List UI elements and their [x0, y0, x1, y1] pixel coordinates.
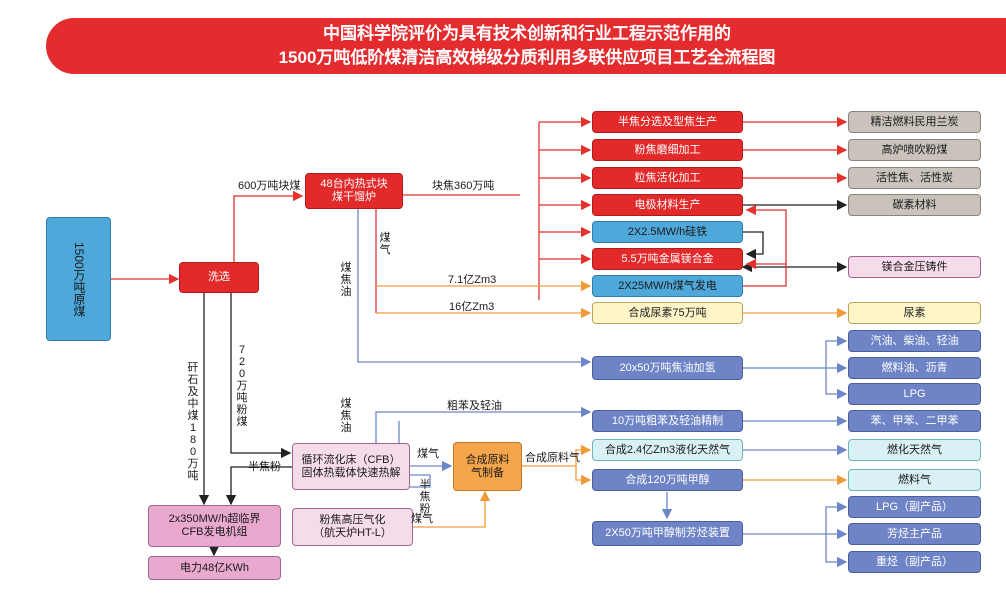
label-raw-gas: 合成原料气 [525, 452, 580, 464]
node-gas-power: 2X25MW/h煤气发电 [592, 275, 743, 297]
product-aromatics: 芳烃主产品 [848, 523, 981, 545]
product-lpg: LPG [848, 383, 981, 405]
node-cfb-power-unit: 2x350MW/h超临界CFB发电机组 [148, 505, 281, 547]
label-semi-coke-powder-vertical: 半焦粉 [419, 479, 431, 515]
label-semi-coke: 块焦360万吨 [432, 180, 495, 192]
node-methanol: 合成120万吨甲醇 [592, 469, 743, 491]
label-benzene-oil: 粗苯及轻油 [447, 400, 502, 412]
product-carbon: 碳素材料 [848, 194, 981, 216]
product-heavy-hydrocarbon: 重烃（副产品） [848, 551, 981, 573]
product-natural-gas: 燃化天然气 [848, 439, 981, 461]
title-line-2: 1500万吨低阶煤清洁高效梯级分质利用多联供应项目工艺全流程图 [278, 48, 776, 67]
node-syngas-prep: 合成原料气制备 [453, 442, 522, 491]
node-activation: 粒焦活化加工 [592, 167, 743, 189]
label-coal-gas: 煤气 [417, 448, 439, 460]
product-lpg-byproduct: LPG（副产品） [848, 496, 981, 518]
node-pyrolysis-furnace: 48台内热式块煤干馏炉 [305, 173, 403, 209]
node-washing: 洗选 [179, 262, 259, 293]
label-tar-vertical: 煤焦油 [340, 262, 352, 298]
node-aromatics-plant: 2X50万吨甲醇制芳烃装置 [592, 521, 743, 546]
node-magnesium: 5.5万吨金属镁合金 [592, 248, 743, 270]
product-fuel-oil: 燃料油、沥青 [848, 357, 981, 379]
product-urea: 尿素 [848, 302, 981, 324]
product-mg-casting: 镁合金压铸件 [848, 256, 981, 278]
node-tar-hydro: 20x50万吨焦油加氢 [592, 356, 743, 380]
node-raw-coal: 1500万吨原煤 [46, 217, 111, 341]
node-gasifier: 粉焦高压气化（航天炉HT-L） [292, 508, 413, 546]
product-gasoline-diesel: 汽油、柴油、轻油 [848, 330, 981, 352]
node-power: 电力48亿KWh [148, 556, 281, 580]
node-cfb-pyrolysis: 循环流化床（CFB）固体热载体快速热解 [292, 443, 410, 490]
node-coke-grinding: 粉焦磨细加工 [592, 139, 743, 161]
node-lng: 合成2.4亿Zm3液化天然气 [592, 439, 743, 461]
node-electrode: 电极材料生产 [592, 194, 743, 216]
label-tar-vertical-2: 煤焦油 [340, 398, 352, 434]
title-banner [46, 18, 1006, 74]
product-pci-coal: 高炉喷吹粉煤 [848, 139, 981, 161]
title-line-1: 中国科学院评价为具有技术创新和行业工程示范作用的 [323, 24, 731, 43]
product-benzene: 苯、甲苯、二甲苯 [848, 410, 981, 432]
product-clean-fuel: 精洁燃料民用兰炭 [848, 111, 981, 133]
node-urea-plant: 合成尿素75万吨 [592, 302, 743, 324]
product-active-coke: 活性焦、活性炭 [848, 167, 981, 189]
label-powder-coal: 720万吨粉煤 [236, 344, 248, 428]
label-lump-coal: 600万吨块煤 [238, 180, 301, 192]
label-coal-gas-2: 煤气 [411, 513, 433, 525]
label-gas-16: 16亿Zm3 [449, 301, 495, 313]
node-benzene-refine: 10万吨粗苯及轻油精制 [592, 410, 743, 432]
product-fuel-gas: 燃料气 [848, 469, 981, 491]
node-ferrosilicon: 2X2.5MW/h硅铁 [592, 221, 743, 243]
label-coal-gas-vertical: 煤气 [379, 232, 391, 256]
label-gangue: 矸石及中煤180万吨 [187, 362, 199, 482]
label-semi-coke-powder: 半焦粉 [248, 461, 281, 473]
node-coke-shaping: 半焦分选及型焦生产 [592, 111, 743, 133]
label-gas-7: 7.1亿Zm3 [448, 274, 497, 286]
